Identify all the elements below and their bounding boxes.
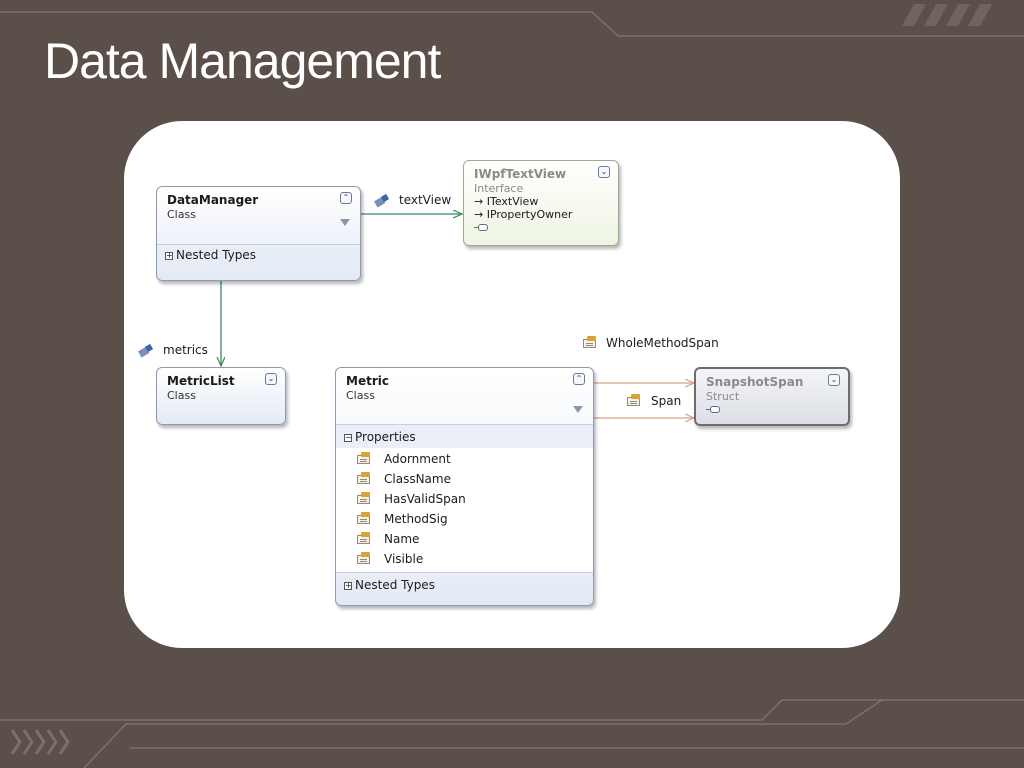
struct-name: SnapshotSpan	[706, 375, 804, 389]
metriclist-class-box[interactable]: MetricList Class ⌄	[156, 367, 286, 425]
slide-title: Data Management	[44, 33, 441, 89]
top-decoration-line	[0, 11, 1024, 37]
property-item[interactable]: Visible	[336, 550, 593, 570]
top-stripe	[902, 4, 926, 26]
property-item[interactable]: HasValidSpan	[336, 490, 593, 510]
struct-header: SnapshotSpan Struct ⌄	[696, 369, 848, 403]
class-name: DataManager	[167, 193, 259, 207]
bottom-decoration-line	[83, 699, 883, 768]
metrics-association-label: metrics	[163, 343, 208, 357]
expand-chevron-icon[interactable]: ⌄	[265, 373, 277, 385]
top-stripe	[946, 4, 970, 26]
property-icon	[357, 512, 371, 525]
expand-chevron-icon[interactable]: ⌄	[598, 166, 610, 178]
chevron-icon	[10, 729, 70, 755]
property-icon	[357, 552, 371, 565]
interface-header: IWpfTextView Interface ⌄	[464, 161, 618, 195]
span-association-label: Span	[651, 394, 682, 408]
property-name: Adornment	[384, 452, 451, 466]
property-name: MethodSig	[384, 512, 448, 526]
interface-kind: Interface	[474, 182, 524, 195]
filter-icon[interactable]	[573, 406, 583, 413]
expand-icon[interactable]: +	[165, 251, 173, 260]
property-icon	[357, 492, 371, 505]
lollipop-icon	[696, 403, 848, 413]
property-name: HasValidSpan	[384, 492, 466, 506]
nested-types-label: Nested Types	[355, 578, 435, 592]
implemented-interfaces: → ITextView → IPropertyOwner	[464, 195, 618, 234]
properties-label: Properties	[355, 430, 416, 444]
property-item[interactable]: ClassName	[336, 470, 593, 490]
property-icon	[357, 472, 371, 485]
expand-icon[interactable]: +	[344, 581, 352, 590]
property-icon	[357, 452, 371, 465]
class-kind: Class	[346, 389, 375, 402]
bottom-decoration-line	[0, 699, 1024, 721]
nested-types-label: Nested Types	[176, 248, 256, 262]
property-icon	[583, 336, 597, 349]
top-stripe	[968, 4, 992, 26]
wholemethodspan-association-label: WholeMethodSpan	[606, 336, 719, 350]
nested-types-section[interactable]: +Nested Types	[157, 244, 360, 266]
class-header: MetricList Class ⌄	[157, 368, 285, 402]
implemented-interface-item: → ITextView	[474, 195, 539, 208]
collapse-icon[interactable]: ⌃	[573, 373, 585, 385]
property-name: Name	[384, 532, 420, 546]
datamanager-class-box[interactable]: DataManager Class ⌃ +Nested Types	[156, 186, 361, 281]
class-name: MetricList	[167, 374, 235, 388]
snapshotspan-struct-box[interactable]: SnapshotSpan Struct ⌄	[694, 367, 850, 426]
class-kind: Class	[167, 389, 196, 402]
property-icon	[627, 394, 641, 407]
expand-chevron-icon[interactable]: ⌄	[828, 374, 840, 386]
iwpftextview-interface-box[interactable]: IWpfTextView Interface ⌄ → ITextView → I…	[463, 160, 619, 246]
collapse-section-icon[interactable]: −	[344, 433, 352, 442]
field-icon	[138, 343, 154, 358]
class-name: Metric	[346, 374, 389, 388]
filter-icon[interactable]	[340, 219, 350, 226]
top-stripe	[924, 4, 948, 26]
property-item[interactable]: Name	[336, 530, 593, 550]
class-header: DataManager Class ⌃	[157, 187, 360, 226]
collapse-icon[interactable]: ⌃	[340, 192, 352, 204]
class-kind: Class	[167, 208, 196, 221]
lollipop-icon	[474, 221, 618, 234]
nested-types-section[interactable]: +Nested Types	[336, 572, 593, 598]
property-icon	[357, 532, 371, 545]
property-item[interactable]: MethodSig	[336, 510, 593, 530]
metric-class-box[interactable]: Metric Class ⌃ −Properties Adornment Cla…	[335, 367, 594, 606]
interface-name: IWpfTextView	[474, 167, 567, 181]
field-icon	[374, 193, 390, 208]
class-header: Metric Class ⌃	[336, 368, 593, 424]
property-name: Visible	[384, 552, 424, 566]
implemented-interface-item: → IPropertyOwner	[474, 208, 573, 221]
property-item[interactable]: Adornment	[336, 450, 593, 470]
properties-section-header[interactable]: −Properties	[336, 424, 593, 448]
property-name: ClassName	[384, 472, 451, 486]
struct-kind: Struct	[706, 390, 740, 403]
textview-association-label: textView	[399, 193, 452, 207]
properties-list: Adornment ClassName HasValidSpan MethodS…	[336, 448, 593, 572]
